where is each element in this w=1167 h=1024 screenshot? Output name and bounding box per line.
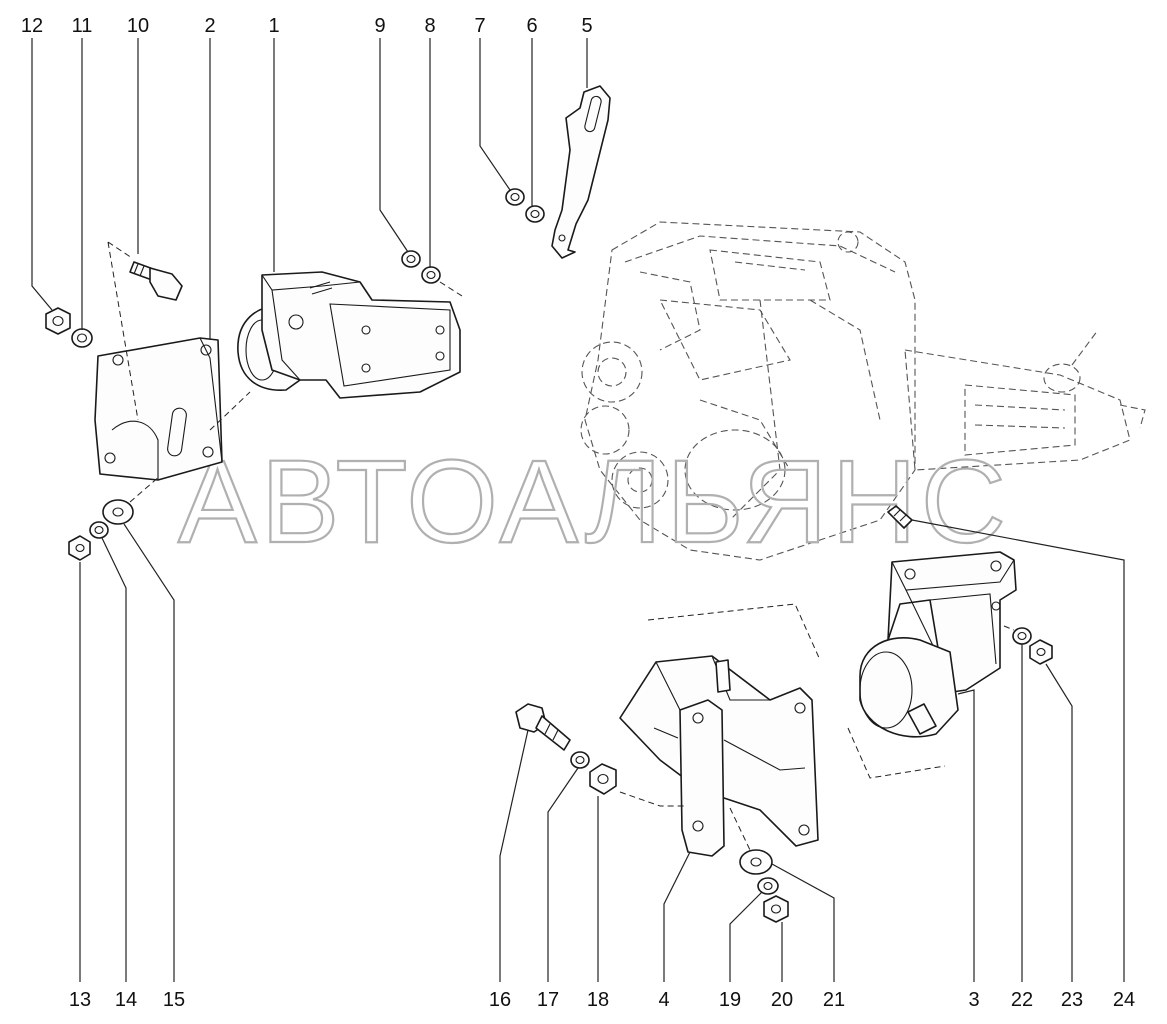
callout-12: 12: [21, 15, 43, 37]
leader-lines: [31, 38, 1125, 982]
engine-mount-part-1: [237, 271, 461, 399]
bolt-part-16: [515, 703, 571, 751]
nut-part-12: [45, 307, 71, 335]
washer-part-6: [525, 205, 545, 223]
callout-15: 15: [163, 989, 185, 1011]
callout-labels-top: 12 11 10 2 1 9 8 7 6 5: [21, 15, 593, 37]
callout-22: 22: [1011, 989, 1033, 1011]
callout-23: 23: [1061, 989, 1083, 1011]
callout-4: 4: [658, 989, 669, 1011]
nut-part-13: [68, 535, 91, 561]
watermark-text: АВТОАЛЬЯНС: [178, 436, 1010, 568]
bolt-part-10: [129, 261, 183, 301]
callout-14: 14: [115, 989, 137, 1011]
callout-20: 20: [771, 989, 793, 1011]
callout-6: 6: [526, 15, 537, 37]
washer-part-21: [739, 849, 773, 875]
washer-part-22: [1012, 627, 1032, 645]
nut-part-23: [1029, 639, 1053, 665]
washer-part-8: [421, 266, 441, 284]
callout-2: 2: [204, 15, 215, 37]
callout-24: 24: [1113, 989, 1135, 1011]
callout-9: 9: [374, 15, 385, 37]
bracket-part-5: [551, 85, 611, 259]
callout-labels-bottom: 13 14 15 16 17 18 4 19 20 21 3 22 23 24: [69, 989, 1135, 1011]
callout-18: 18: [587, 989, 609, 1011]
callout-3: 3: [968, 989, 979, 1011]
callout-19: 19: [719, 989, 741, 1011]
callout-7: 7: [474, 15, 485, 37]
callout-17: 17: [537, 989, 559, 1011]
washer-part-14: [89, 521, 109, 539]
washer-part-15: [102, 499, 134, 525]
engine-mount-part-3: [859, 551, 1017, 738]
bracket-part-4: [619, 655, 819, 857]
nut-part-7: [505, 188, 525, 206]
callout-11: 11: [72, 15, 93, 37]
callout-13: 13: [69, 989, 91, 1011]
nut-part-18: [589, 763, 617, 795]
callout-5: 5: [581, 15, 592, 37]
callout-16: 16: [489, 989, 511, 1011]
callout-1: 1: [268, 15, 279, 37]
washer-part-11: [71, 328, 93, 348]
callout-21: 21: [823, 989, 845, 1011]
callout-10: 10: [127, 15, 149, 37]
washer-part-17: [570, 751, 590, 769]
washer-part-19: [757, 877, 779, 895]
nut-part-9: [401, 250, 421, 268]
callout-8: 8: [424, 15, 435, 37]
engine-ghost-outline: [580, 221, 1146, 561]
bracket-plate-part-2: [94, 337, 223, 481]
nut-part-20: [763, 895, 789, 923]
